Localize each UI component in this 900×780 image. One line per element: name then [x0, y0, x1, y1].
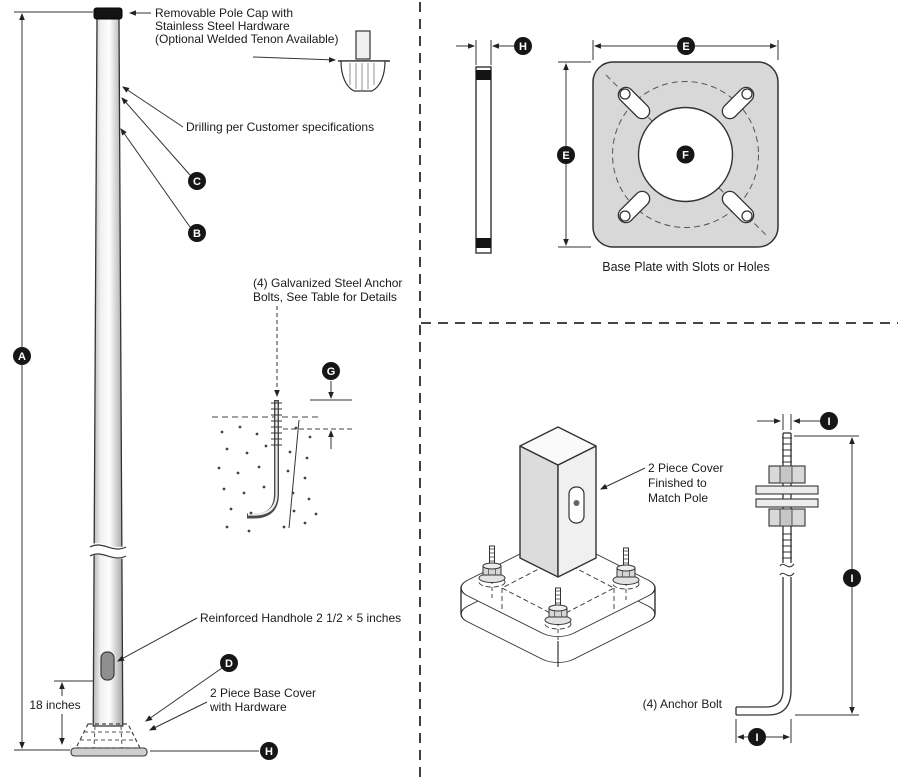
- base-cover-note-line2: with Hardware: [209, 700, 287, 714]
- handhole: [100, 651, 115, 681]
- pole-cap-note-line1: Removable Pole Cap with: [155, 6, 293, 20]
- concrete-dots: [217, 425, 318, 533]
- dimension-overall-height: A: [13, 11, 93, 751]
- plate-slots: [617, 86, 755, 224]
- base-plate-side-view: H: [456, 37, 532, 254]
- callout-base-cover: 2 Piece Base Cover with Hardware: [149, 686, 316, 731]
- drilling-note: Drilling per Customer specifications: [186, 120, 374, 134]
- balloon-f: F: [676, 145, 695, 164]
- balloon-c: C: [121, 97, 206, 190]
- balloon-h-thickness: H: [514, 37, 532, 55]
- balloon-f-letter: F: [682, 150, 689, 162]
- cover-note-line1: 2 Piece Cover: [648, 461, 723, 475]
- base-cover-note-line1: 2 Piece Base Cover: [210, 686, 316, 700]
- balloon-d: D: [145, 654, 238, 722]
- base-plate-caption: Base Plate with Slots or Holes: [602, 260, 769, 274]
- cover-note-line3: Match Pole: [648, 491, 708, 505]
- base-plate-top-view: E E F Base Plate with Slots or Holes: [557, 37, 779, 274]
- balloon-c-letter: C: [193, 176, 201, 188]
- balloon-i-length-letter: I: [850, 573, 853, 585]
- balloon-e-width-letter: E: [682, 41, 689, 53]
- dimension-hook-length: I: [735, 719, 792, 746]
- anchor-bolt-detail: I I I (4) Anchor Bolt: [643, 412, 861, 746]
- callout-pole-cap: Removable Pole Cap with Stainless Steel …: [128, 6, 390, 92]
- handhole-note: Reinforced Handhole 2 1/2 × 5 inches: [200, 611, 401, 625]
- callout-handhole: Reinforced Handhole 2 1/2 × 5 inches: [117, 611, 401, 662]
- dimension-18-inches: 18 inches: [29, 680, 93, 746]
- anchor-bolt-note: (4) Galvanized Steel Anchor Bolts, See T…: [253, 276, 402, 398]
- foundation-plate: [70, 747, 148, 757]
- balloon-e-height: E: [557, 146, 575, 164]
- pole-shaft: [92, 17, 124, 727]
- balloon-b: B: [120, 128, 206, 242]
- dimension-bolt-projection: G: [322, 362, 340, 449]
- callout-cover-match: 2 Piece Cover Finished to Match Pole: [600, 461, 723, 505]
- leveling-nuts: [755, 465, 819, 527]
- pole-cap-note-line2: Stainless Steel Hardware: [155, 19, 290, 33]
- dimension-plate-thickness: H: [456, 37, 532, 65]
- base-cover-elevation: [75, 723, 141, 749]
- pole-elevation: [70, 7, 148, 757]
- balloon-i-hook-letter: I: [755, 732, 758, 744]
- balloon-i-hook: I: [748, 728, 766, 746]
- balloon-e-height-letter: E: [562, 150, 569, 162]
- pole-cap-note-line3: (Optional Welded Tenon Available): [155, 32, 338, 46]
- cover-note-line2: Finished to: [648, 476, 707, 490]
- dimension-plate-width: E: [592, 37, 779, 60]
- balloon-h-baseline-letter: H: [265, 746, 273, 758]
- balloon-i-diameter: I: [820, 412, 838, 430]
- anchor-bolt-label: (4) Anchor Bolt: [643, 697, 723, 711]
- anchor-note-line2: Bolts, See Table for Details: [253, 290, 397, 304]
- balloon-g-letter: G: [327, 366, 336, 378]
- balloon-a: A: [13, 347, 31, 365]
- balloon-g: G: [322, 362, 340, 380]
- balloon-b-letter: B: [193, 228, 201, 240]
- balloon-h-thickness-letter: H: [519, 41, 527, 53]
- callout-drilling: Drilling per Customer specifications: [122, 86, 374, 134]
- balloon-i-diameter-letter: I: [827, 416, 830, 428]
- dimension-bolt-diameter: I: [757, 412, 838, 430]
- height-dim-label: 18 inches: [29, 698, 80, 712]
- pole-cap: [93, 7, 123, 20]
- embedded-anchor-bolt-detail: G: [212, 362, 352, 533]
- pole-tube: [519, 426, 597, 578]
- balloon-a-letter: A: [18, 351, 26, 363]
- balloon-i-length: I: [843, 569, 861, 587]
- tenon-detail: [252, 30, 390, 92]
- dimension-bolt-length: I: [794, 435, 861, 716]
- balloon-d-letter: D: [225, 658, 233, 670]
- balloon-h-baseline: H: [150, 742, 278, 760]
- dimension-plate-height: E: [557, 61, 591, 248]
- anchor-note-line1: (4) Galvanized Steel Anchor: [253, 276, 402, 290]
- base-cover-isometric: 2 Piece Cover Finished to Match Pole: [460, 426, 723, 667]
- balloon-e-width: E: [677, 37, 695, 55]
- section-dividers: [419, 2, 898, 778]
